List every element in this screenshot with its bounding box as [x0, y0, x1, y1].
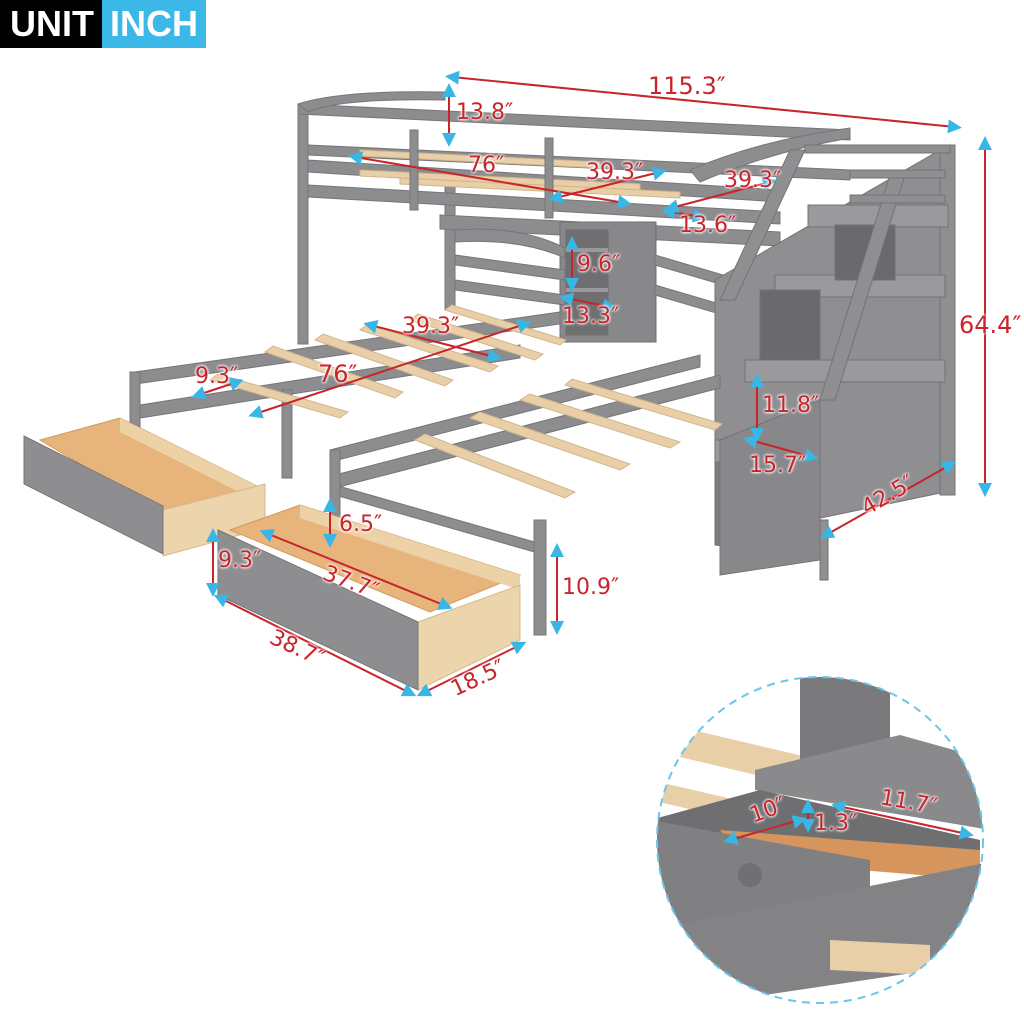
dim-shelf-width: 13.3″	[562, 304, 620, 329]
dim-stair-step-depth: 15.7″	[749, 453, 807, 478]
dim-lower-bed-clearance: 10.9″	[562, 575, 620, 600]
dim-stair-platform-depth: 13.6″	[679, 213, 737, 238]
unit-badge: UNIT INCH	[0, 0, 206, 48]
dim-top-bunk-length: 76″	[468, 153, 505, 178]
dim-drawer-height: 9.3″	[218, 548, 262, 573]
left-drawer	[23, 417, 267, 557]
dim-lower-bed-slat-gap: 9.3″	[195, 364, 239, 389]
dim-guardrail-height: 13.8″	[456, 100, 514, 125]
dim-drawer-inner-depth: 6.5″	[339, 512, 383, 537]
unit-value: INCH	[102, 0, 206, 48]
unit-label: UNIT	[0, 0, 102, 48]
dim-stair-step-height: 11.8″	[762, 393, 820, 418]
dim-detail-drawer-height: 1.3″	[814, 811, 858, 836]
dim-shelf-height: 9.6″	[577, 252, 621, 277]
dim-overall-height: 64.4″	[959, 311, 1022, 339]
dim-overall-length: 115.3″	[648, 72, 726, 100]
dim-top-bunk-width: 39.3″	[586, 160, 644, 185]
dim-lower-bed-width: 39.3″	[402, 314, 460, 339]
dim-stair-platform-width: 39.3″	[724, 168, 782, 193]
drawer-detail-inset	[656, 676, 984, 1004]
dim-lower-bed-length: 76″	[318, 360, 358, 388]
dimension-lines	[191, 70, 992, 845]
